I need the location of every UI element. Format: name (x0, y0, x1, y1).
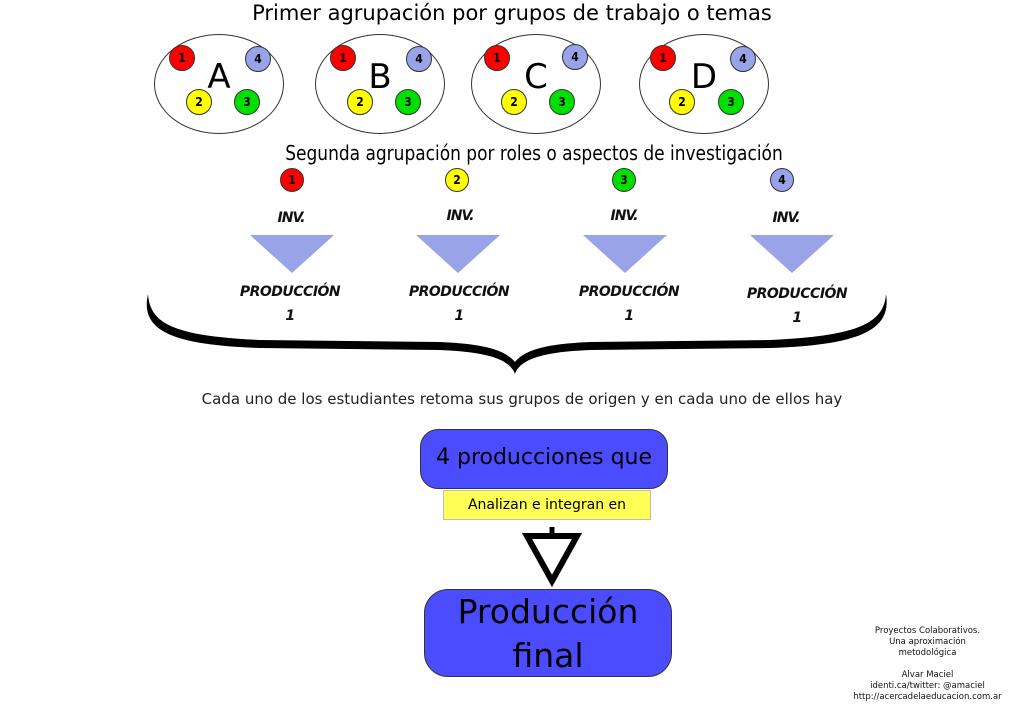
production-number: 1 (624, 308, 634, 324)
down-triangle-icon (750, 235, 834, 273)
member-2: 2 (186, 89, 212, 115)
credits-url: http://acercadelaeducacion.com.ar (853, 692, 1002, 702)
member-4: 4 (406, 46, 432, 72)
member-1: 1 (484, 45, 510, 71)
caption-text: Cada uno de los estudiantes retoma sus g… (201, 390, 843, 408)
final-line-2: final (512, 636, 584, 675)
member-4: 4 (730, 46, 756, 72)
down-arrow-triangle-icon (522, 527, 582, 587)
role-dot-1: 1 (280, 168, 304, 192)
group-D: D 1 2 3 4 (639, 34, 769, 134)
credits: Proyectos Colaborativos. Una aproximació… (850, 626, 1005, 703)
inv-label-3: INV. (610, 208, 639, 224)
production-text: PRODUCCIÓN (578, 284, 680, 300)
productions-box: 4 producciones que (420, 429, 668, 489)
production-number: 1 (454, 308, 464, 324)
analyze-label: Analizan e integran en (443, 490, 651, 520)
down-triangle-icon (583, 235, 667, 273)
member-1: 1 (169, 45, 195, 71)
role-dot-2: 2 (445, 168, 469, 192)
role-dot-4: 4 (770, 168, 794, 192)
inv-label-1: INV. (277, 210, 306, 226)
title-second-grouping: Segunda agrupación por roles o aspectos … (285, 141, 783, 165)
credits-line: Una aproximación (889, 637, 966, 647)
member-2: 2 (669, 89, 695, 115)
production-number: 1 (792, 310, 802, 326)
production-text: PRODUCCIÓN (239, 284, 341, 300)
down-triangle-icon (250, 235, 334, 273)
title-first-grouping: Primer agrupación por grupos de trabajo … (252, 1, 772, 25)
production-text: PRODUCCIÓN (408, 284, 510, 300)
member-4: 4 (245, 46, 271, 72)
member-2: 2 (501, 89, 527, 115)
credits-social: identi.ca/twitter: @amaciel (870, 681, 985, 691)
member-1: 1 (330, 45, 356, 71)
group-A: A 1 2 3 4 (154, 34, 284, 134)
production-text: PRODUCCIÓN (746, 286, 848, 302)
credits-author: Alvar Maciel (901, 670, 954, 680)
member-3: 3 (718, 89, 744, 115)
final-production-box: Producción final (424, 589, 672, 677)
credits-line: Proyectos Colaborativos. (874, 626, 981, 636)
member-4: 4 (562, 44, 588, 70)
production-label-3: PRODUCCIÓN 1 (569, 280, 689, 328)
group-B: B 1 2 3 4 (315, 34, 445, 134)
inv-label-2: INV. (446, 208, 475, 224)
member-3: 3 (395, 89, 421, 115)
group-letter: B (368, 57, 392, 97)
member-2: 2 (347, 89, 373, 115)
member-3: 3 (549, 89, 575, 115)
group-letter: C (524, 57, 548, 97)
group-letter: A (207, 57, 231, 97)
curly-brace-icon (146, 294, 887, 374)
production-label-2: PRODUCCIÓN 1 (399, 280, 519, 328)
production-label-4: PRODUCCIÓN 1 (737, 282, 857, 330)
role-dot-3: 3 (612, 168, 636, 192)
production-label-1: PRODUCCIÓN 1 (230, 280, 350, 328)
group-C: C 1 2 3 4 (471, 34, 601, 134)
credits-line: metodológica (898, 648, 957, 658)
group-letter: D (690, 57, 718, 97)
down-triangle-icon (416, 235, 500, 273)
member-1: 1 (650, 45, 676, 71)
member-3: 3 (234, 89, 260, 115)
final-line-1: Producción (457, 592, 639, 631)
inv-label-4: INV. (772, 210, 801, 226)
production-number: 1 (285, 308, 295, 324)
